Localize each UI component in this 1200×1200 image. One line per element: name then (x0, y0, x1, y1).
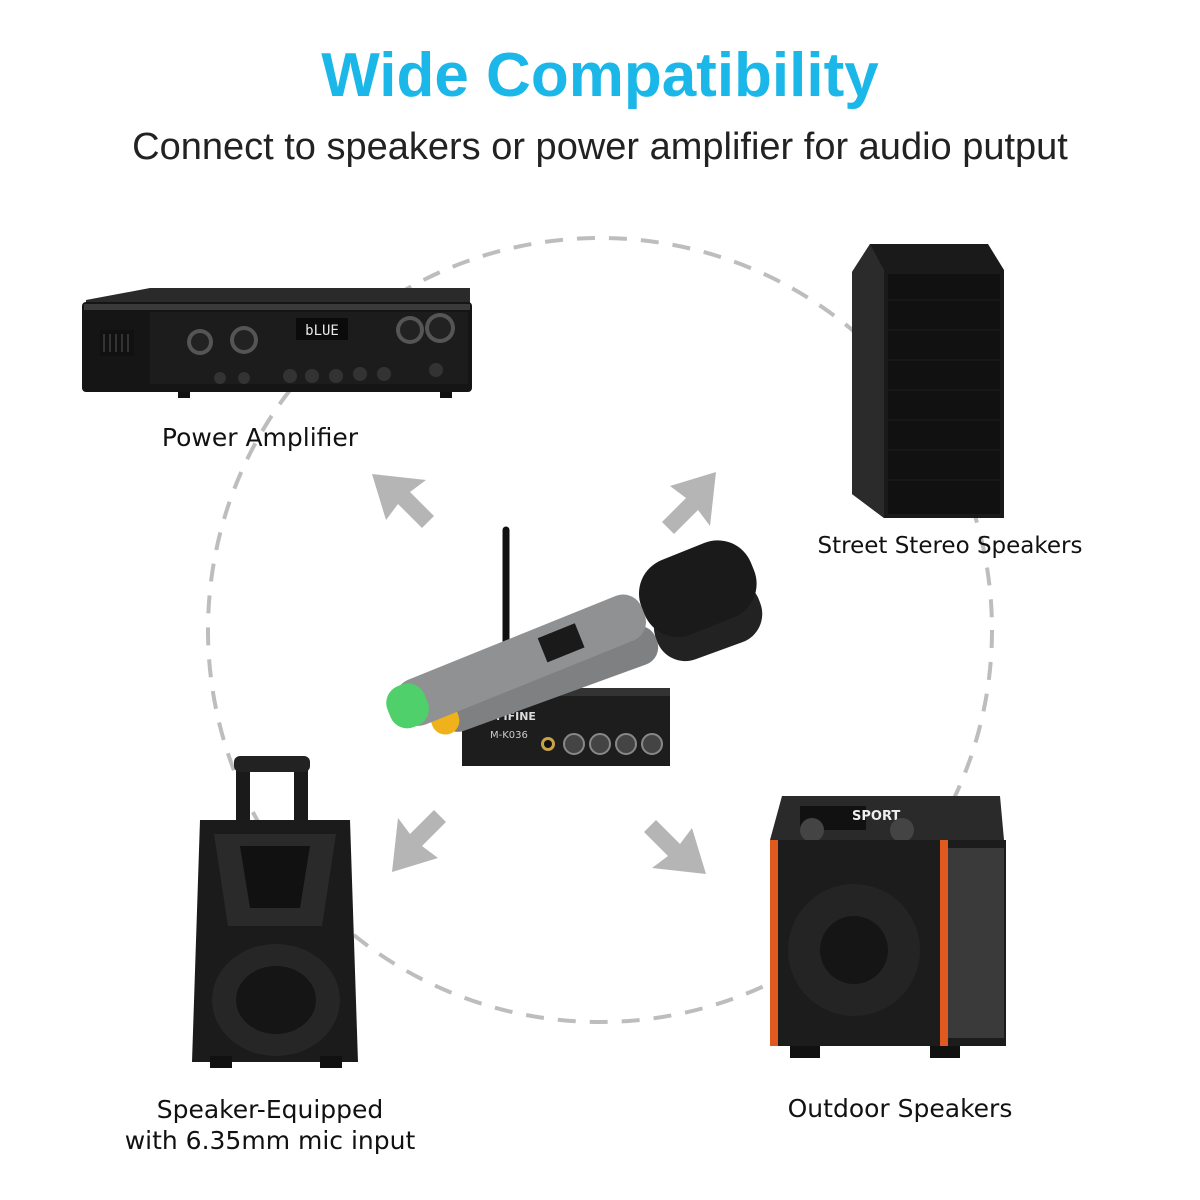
page-title: Wide Compatibility (321, 41, 879, 110)
speaker-label-line2: with 6.35mm mic input (124, 1126, 416, 1155)
speaker-label-line1: Speaker-Equipped (156, 1095, 384, 1124)
amp-display-text: bLUE (305, 323, 339, 339)
arrow-up-right-icon (662, 472, 716, 534)
arrow-up-left-icon (372, 474, 434, 528)
wireless-microphone-system-image: FIFINE M-K036 (386, 526, 763, 766)
page-subtitle: Connect to speakers or power amplifier f… (132, 126, 1068, 168)
connection-dashed-circle (206, 236, 994, 1024)
street-stereo-speakers-label: Street Stereo Speakers (817, 533, 1083, 559)
power-amplifier-image: bLUE (82, 288, 472, 398)
outdoor-speaker-image: SPORT (770, 796, 1006, 1058)
outdoor-brand: SPORT (852, 809, 900, 824)
power-amplifier-label: Power Amplifier (161, 423, 359, 452)
arrow-down-right-icon (644, 820, 706, 874)
outdoor-speakers-label: Outdoor Speakers (787, 1094, 1013, 1123)
arrow-down-left-icon (392, 810, 446, 872)
street-stereo-speaker-image (852, 244, 1004, 518)
trolley-speaker-image (192, 756, 358, 1068)
speaker-equipped-label: Speaker-Equipped with 6.35mm mic input (80, 1094, 460, 1156)
receiver-model: M-K036 (490, 730, 528, 741)
